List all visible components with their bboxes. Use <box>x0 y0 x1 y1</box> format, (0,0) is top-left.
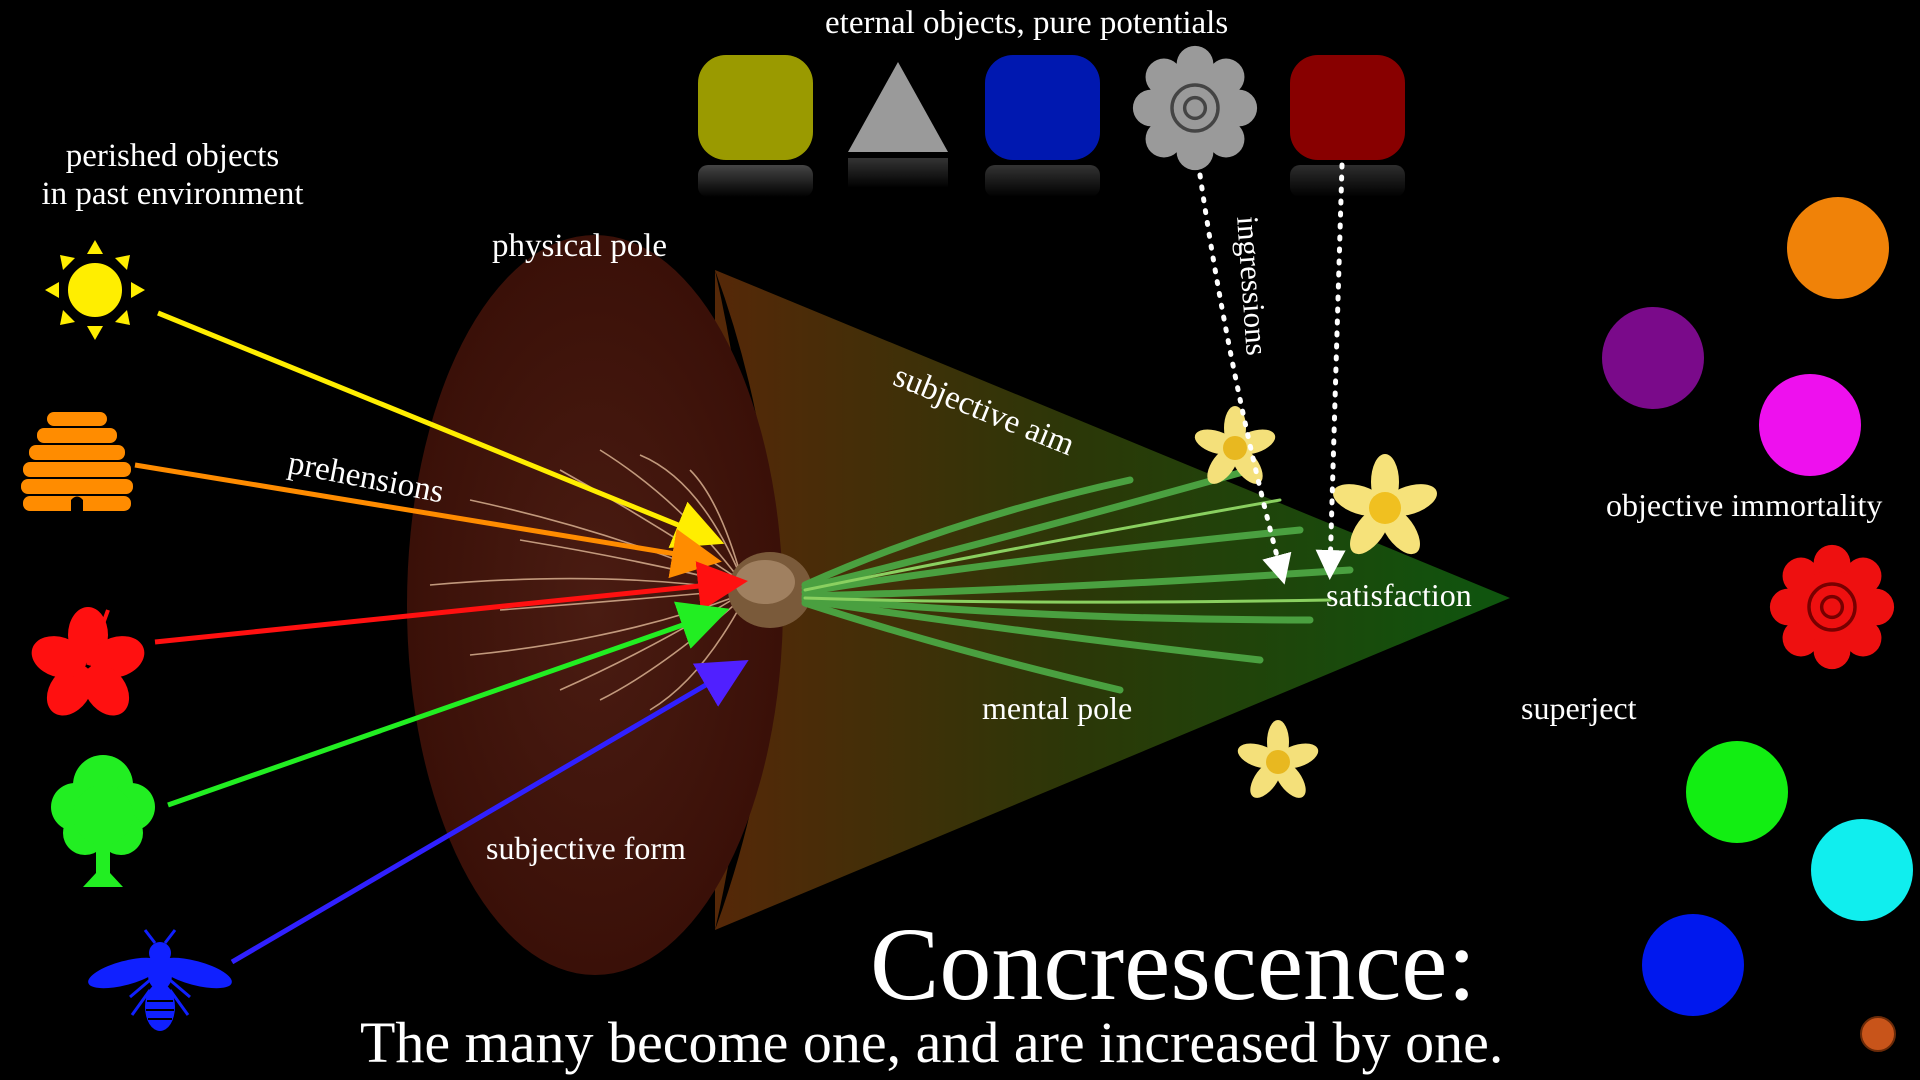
physical-pole-disc <box>407 235 783 975</box>
eternal-object-gray-rose <box>1132 45 1258 171</box>
prehension-arrow-tree <box>167 601 730 808</box>
diagram-subtitle: The many become one, and are increased b… <box>360 1010 1504 1075</box>
prehension-arrow-bee <box>230 659 749 965</box>
eternal-object-gray-triangle <box>848 62 948 188</box>
daffodil-flower-right <box>1333 454 1437 555</box>
tree-icon <box>51 755 155 887</box>
prehension-arrow-sun <box>157 310 725 549</box>
subjective-form-label: subjective form <box>486 830 686 866</box>
sun-icon <box>45 240 145 340</box>
superject-cyan-circle <box>1811 819 1913 921</box>
superject-green-circle <box>1686 741 1788 843</box>
ingression-arrow-red <box>1315 162 1346 580</box>
concrescence-cone <box>715 270 1510 930</box>
superject-red-rose <box>1769 544 1895 670</box>
satisfaction-label: satisfaction <box>1326 577 1472 613</box>
channel-logo <box>1860 1016 1896 1052</box>
daffodil-flower-top <box>1194 406 1276 484</box>
diagram-title: Concrescence: <box>870 907 1477 1022</box>
eternal-object-blue-square <box>985 55 1100 197</box>
ingression-arrow-rose <box>1197 172 1292 585</box>
objective-immortality-label: objective immortality <box>1606 487 1883 523</box>
superject-blue-circle <box>1642 914 1744 1016</box>
superject-magenta-circle <box>1759 374 1861 476</box>
superject-orange-circle <box>1787 197 1889 299</box>
bee-icon <box>88 929 232 1031</box>
prehension-arrow-beehive <box>134 462 722 579</box>
superject-purple-circle <box>1602 307 1704 409</box>
prehension-arrow-hibiscus <box>154 561 748 645</box>
hibiscus-icon <box>31 607 145 716</box>
perished-label-line2: in past environment <box>41 175 304 212</box>
perished-label-line1: perished objects <box>65 138 280 174</box>
eternal-objects-label: eternal objects, pure potentials <box>825 5 1229 41</box>
eternal-object-olive-square <box>698 55 813 197</box>
superject-label: superject <box>1521 690 1637 726</box>
eternal-object-red-square <box>1290 55 1405 197</box>
perished-objects-label: perished objects in past environment <box>20 138 325 214</box>
physical-pole-label: physical pole <box>492 228 668 264</box>
mental-pole-label: mental pole <box>982 690 1133 726</box>
beehive-icon <box>21 412 133 511</box>
daffodil-flower-bottom <box>1237 720 1319 798</box>
